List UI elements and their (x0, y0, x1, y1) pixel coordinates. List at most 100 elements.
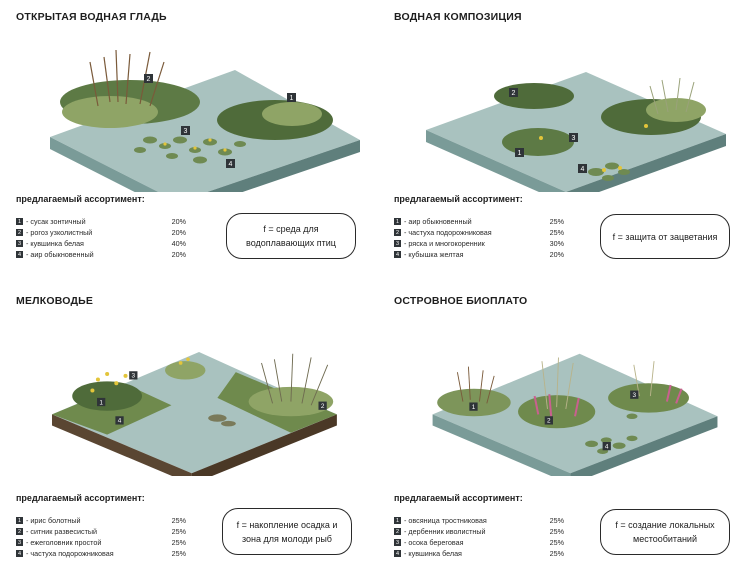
item-name: - ирис болотный (26, 516, 81, 525)
panel-island-bioplateau: ОСТРОВНОЕ БИОПЛАТО (376, 284, 752, 568)
assortment-heading: предлагаемый ассортимент: (394, 493, 523, 503)
panel-title: ОТКРЫТАЯ ВОДНАЯ ГЛАДЬ (16, 11, 167, 23)
assortment-heading: предлагаемый ассортимент: (16, 493, 145, 503)
item-name: - кубышка желтая (404, 250, 464, 259)
item-percent: 25% (549, 549, 564, 558)
item-percent: 20% (171, 217, 186, 226)
function-box: f = защита от зацветания (600, 214, 730, 259)
svg-text:4: 4 (581, 166, 585, 173)
function-line: водоплавающих птиц (246, 238, 336, 248)
plant-marker: 1 (287, 93, 296, 102)
function-line: местообитаний (633, 534, 697, 544)
svg-text:2: 2 (147, 76, 151, 83)
svg-text:2: 2 (321, 403, 325, 410)
panel-title: ОСТРОВНОЕ БИОПЛАТО (394, 295, 528, 307)
item-name: - рогоз узколистный (26, 228, 93, 237)
svg-text:3: 3 (633, 392, 637, 399)
svg-text:1: 1 (290, 95, 294, 102)
item-percent: 25% (549, 228, 564, 237)
grass-clump (165, 361, 206, 380)
item-name: - сусак зонтичный (26, 217, 86, 226)
item-number: 3 (16, 240, 23, 247)
grass-clump (494, 83, 574, 109)
lily-pads (588, 162, 630, 181)
reed-group (649, 77, 695, 115)
item-number: 3 (16, 539, 23, 546)
lily-pads (585, 413, 638, 454)
item-name: - частуха подорожниковая (26, 549, 114, 558)
svg-text:3: 3 (572, 135, 576, 142)
item-name: - осока береговая (404, 538, 464, 547)
reed-group (456, 366, 495, 404)
plant-marker: 4 (226, 159, 235, 168)
item-name: - кувшинка белая (404, 549, 462, 558)
plant-marker: 4 (115, 416, 124, 425)
item-name: - частуха подорожниковая (404, 228, 492, 237)
island (437, 388, 511, 417)
item-percent: 40% (171, 239, 186, 248)
item-name: - аир обыкновенный (404, 217, 472, 226)
item-number: 2 (16, 229, 23, 236)
plant-marker: 1 (97, 397, 106, 406)
list-item: 2- ситник развесистый 25% (16, 526, 186, 537)
plant-marker: 2 (544, 416, 553, 425)
item-number: 1 (394, 218, 401, 225)
panel-shallow-water: МЕЛКОВОДЬЕ (0, 284, 376, 568)
grass-clump (62, 96, 158, 128)
function-box: f = накопление осадка и зона для молоди р… (222, 508, 352, 555)
item-number: 2 (394, 229, 401, 236)
item-number: 4 (16, 251, 23, 258)
item-number: 4 (16, 550, 23, 557)
svg-text:1: 1 (472, 404, 476, 411)
item-percent: 25% (171, 527, 186, 536)
item-percent: 25% (171, 538, 186, 547)
plant-marker: 3 (630, 390, 639, 399)
item-name: - ситник развесистый (26, 527, 98, 536)
grass-clump (72, 381, 143, 411)
item-number: 3 (394, 240, 401, 247)
isometric-scene-shallow-water: 3 1 4 2 (52, 351, 337, 476)
water-side-left (426, 130, 566, 192)
function-line: f = накопление осадка и (236, 519, 338, 530)
item-number: 1 (394, 517, 401, 524)
item-name: - аир обыкновенный (26, 250, 94, 259)
water-surface (426, 72, 726, 192)
plant-marker: 1 (469, 402, 478, 411)
svg-text:1: 1 (99, 399, 103, 406)
item-percent: 25% (549, 516, 564, 525)
assortment-heading: предлагаемый ассортимент: (16, 194, 145, 204)
lily-pads (134, 136, 246, 164)
assortment-heading: предлагаемый ассортимент: (394, 194, 523, 204)
function-line: f = защита от зацветания (612, 231, 718, 242)
item-number: 1 (16, 517, 23, 524)
list-item: 1- ирис болотный 25% (16, 515, 186, 526)
item-number: 2 (16, 528, 23, 535)
water-side-left (432, 414, 571, 476)
item-percent: 25% (171, 516, 186, 525)
svg-text:1: 1 (518, 150, 522, 157)
item-percent: 25% (549, 527, 564, 536)
list-item: 1- овсяница тростниковая 25% (394, 515, 564, 526)
item-percent: 25% (549, 538, 564, 547)
svg-text:2: 2 (512, 90, 516, 97)
item-name: - овсяница тростниковая (404, 516, 487, 525)
submerged-plants (208, 414, 236, 427)
assortment-list: 1- ирис болотный 25% 2- ситник развесисты… (16, 515, 186, 559)
item-percent: 25% (171, 549, 186, 558)
item-name: - ряска и многокоренник (404, 239, 485, 248)
water-side-right (570, 416, 718, 476)
iris-flowers (90, 357, 190, 393)
plant-marker: 2 (509, 88, 518, 97)
reed-group (261, 353, 329, 406)
function-line: зона для молоди рыб (242, 533, 332, 544)
flowers (539, 124, 648, 172)
item-percent: 25% (549, 217, 564, 226)
svg-text:3: 3 (184, 128, 188, 135)
